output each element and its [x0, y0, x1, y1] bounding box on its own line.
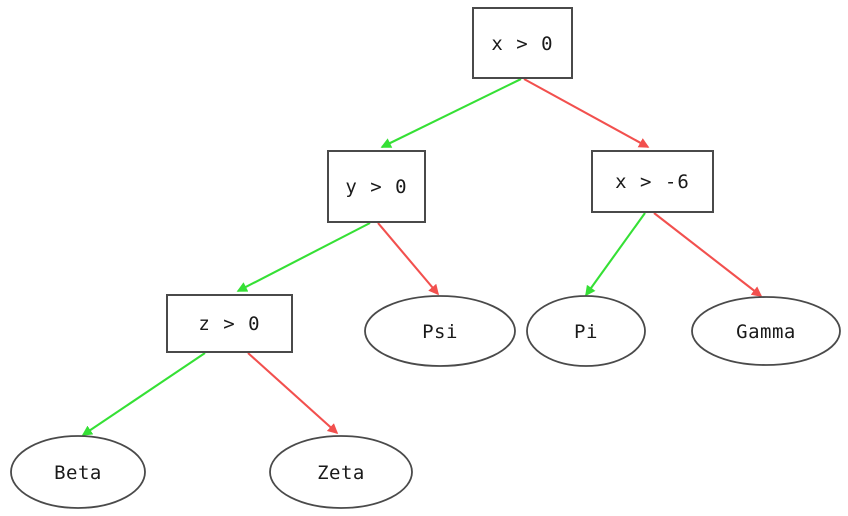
node-label-y: y > 0	[345, 176, 407, 198]
edge-z-node-to-zeta	[247, 352, 339, 435]
node-label-root: x > 0	[491, 33, 553, 55]
edge-root-to-x6-node	[523, 78, 650, 148]
node-box-root[interactable]	[472, 7, 573, 79]
leaf-ellipse-zeta[interactable]	[269, 435, 413, 509]
node-box-x6[interactable]	[591, 150, 714, 213]
decision-node-group: x > 0 y > 0 x > -6 z > 0	[166, 7, 714, 353]
edge-x6-node-to-pi	[585, 212, 646, 297]
leaf-ellipse-beta[interactable]	[10, 435, 146, 509]
leaf-node-zeta[interactable]: Zeta	[269, 435, 413, 509]
edge-root-to-y-node	[380, 78, 522, 148]
node-label-x6: x > -6	[615, 171, 690, 193]
decision-node-root[interactable]: x > 0	[472, 7, 573, 79]
decision-node-z[interactable]: z > 0	[166, 294, 293, 353]
leaf-label-pi: Pi	[574, 321, 598, 343]
decision-node-y[interactable]: y > 0	[327, 150, 426, 223]
edge-group	[81, 78, 763, 436]
edge-y-node-to-z-node	[236, 222, 371, 292]
decision-node-x6[interactable]: x > -6	[591, 150, 714, 213]
node-label-z: z > 0	[198, 313, 260, 335]
edge-z-node-to-beta	[81, 352, 206, 436]
leaf-node-gamma[interactable]: Gamma	[691, 296, 841, 366]
edge-y-node-to-psi	[377, 222, 440, 296]
leaf-node-beta[interactable]: Beta	[10, 435, 146, 509]
leaf-ellipse-psi[interactable]	[364, 295, 516, 367]
node-box-y[interactable]	[327, 150, 426, 223]
leaf-node-psi[interactable]: Psi	[364, 295, 516, 367]
leaf-node-pi[interactable]: Pi	[526, 295, 646, 367]
node-box-z[interactable]	[166, 294, 293, 353]
leaf-label-psi: Psi	[422, 321, 458, 343]
leaf-ellipse-pi[interactable]	[526, 295, 646, 367]
leaf-label-gamma: Gamma	[736, 321, 796, 343]
edge-x6-node-to-gamma	[653, 212, 763, 297]
leaf-label-beta: Beta	[54, 462, 102, 484]
leaf-node-group: Psi Pi Gamma Beta Zeta	[10, 295, 841, 509]
leaf-label-zeta: Zeta	[317, 462, 365, 484]
leaf-ellipse-gamma[interactable]	[691, 296, 841, 366]
